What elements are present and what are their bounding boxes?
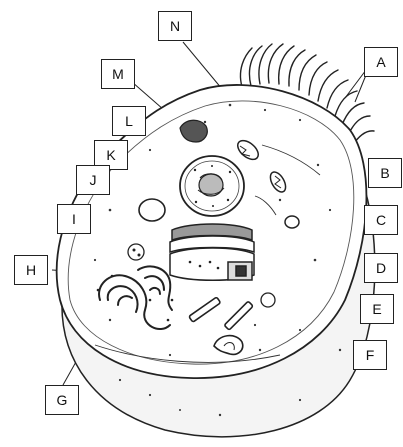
label-g: G	[45, 385, 79, 415]
label-h: H	[14, 255, 48, 285]
label-c: C	[364, 205, 398, 235]
golgi-apparatus	[170, 224, 254, 280]
lysosome	[128, 244, 144, 260]
label-b: B	[368, 158, 402, 188]
label-n: N	[158, 11, 192, 41]
vacuole	[139, 199, 165, 221]
label-d: D	[364, 253, 398, 283]
label-m: M	[101, 59, 135, 89]
label-j: J	[76, 165, 110, 195]
label-a: A	[364, 47, 398, 77]
label-i: I	[57, 204, 91, 234]
label-e: E	[360, 294, 394, 324]
small-vesicle	[261, 293, 275, 307]
label-l: L	[112, 106, 146, 136]
nucleus	[180, 156, 244, 216]
label-f: F	[353, 340, 387, 370]
